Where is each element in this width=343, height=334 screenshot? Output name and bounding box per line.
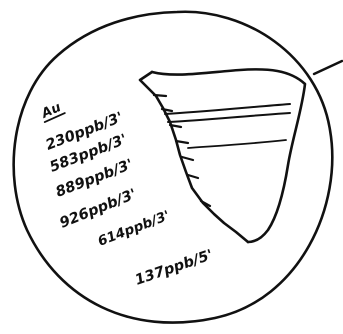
inner-contact-upper — [165, 104, 290, 114]
inner-contact-mid — [188, 140, 286, 148]
leader-line — [314, 61, 342, 74]
inner-contact-lower — [168, 113, 290, 122]
assay-labels: Au 230ppb/3' 583ppb/3' 889ppb/3' 926ppb/… — [39, 99, 215, 288]
vein-right-edge — [152, 69, 305, 242]
assay-label-6: 137ppb/5' — [133, 247, 215, 289]
